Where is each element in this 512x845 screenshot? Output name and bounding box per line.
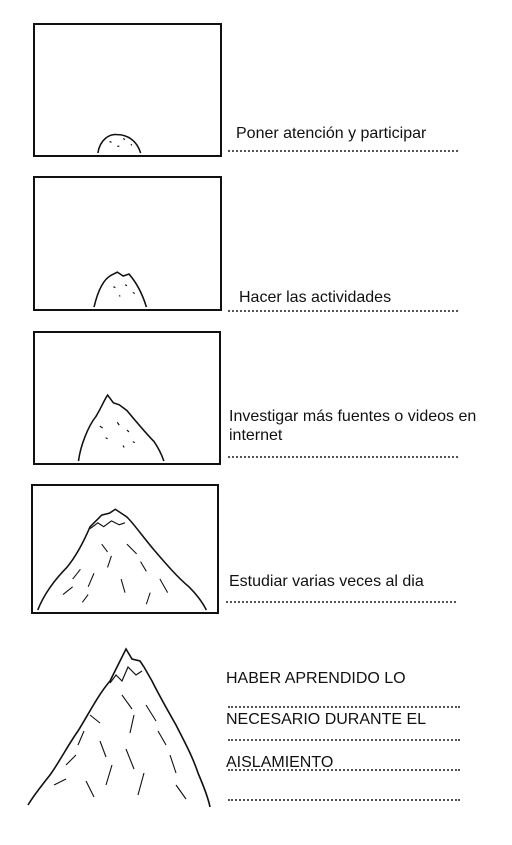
mountain-peak-drawing	[27, 647, 211, 808]
step-1-panel	[33, 23, 222, 157]
step-1-line	[228, 150, 458, 152]
step-4-caption: Estudiar varias veces al dia	[229, 573, 424, 590]
goal-line-1: HABER APRENDIDO LO	[226, 670, 406, 687]
step-2-line	[228, 310, 458, 312]
step-2-panel	[33, 176, 222, 311]
hill-drawing	[93, 271, 148, 308]
goal-line-3: AISLAMIENTO	[226, 754, 334, 771]
goal-mountain	[26, 645, 212, 810]
goal-underline-1	[228, 706, 460, 708]
step-2-caption: Hacer las actividades	[239, 289, 392, 306]
mound-drawing	[97, 133, 142, 154]
goal-line-2: NECESARIO DURANTE EL	[226, 711, 427, 728]
step-3-line	[228, 456, 458, 458]
mountain-drawing	[37, 508, 208, 611]
step-1-caption: Poner atención y participar	[236, 125, 427, 142]
step-3-panel	[33, 331, 221, 465]
goal-underline-2	[228, 739, 460, 741]
goal-underline-4	[228, 799, 460, 801]
step-4-line	[226, 601, 456, 603]
step-4-panel	[31, 484, 219, 614]
goal-underline-3	[228, 769, 460, 771]
hill-drawing	[77, 393, 165, 462]
step-3-caption: Investigar más fuentes o videos en inter…	[229, 408, 477, 444]
